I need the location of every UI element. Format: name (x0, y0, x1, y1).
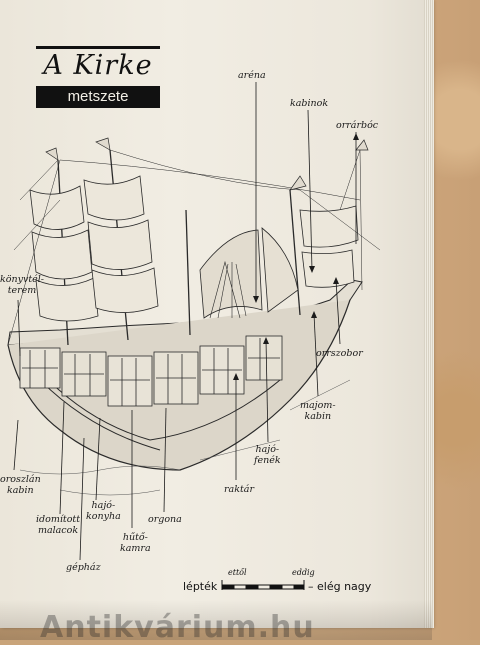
callout-leaders (13, 82, 357, 561)
scale-from: ettől (228, 568, 247, 577)
bottom-shadow (0, 600, 432, 640)
label-majomkabin: majom- kabin (300, 400, 336, 422)
page-edge (424, 0, 434, 628)
label-hajofenek: hajó- fenék (254, 444, 281, 466)
scale-to: eddig (292, 568, 315, 577)
scale-suffix: – elég nagy (308, 580, 372, 593)
title-rule (36, 46, 160, 49)
label-raktar: raktár (224, 484, 254, 495)
label-oroszlankabin: oroszlán kabin (0, 474, 41, 496)
page-title: A Kirke (43, 50, 153, 81)
scale-label: lépték (183, 580, 218, 593)
label-arena: aréna (238, 70, 266, 81)
label-hutokamra: hűtő- kamra (120, 532, 151, 554)
label-kabinok: kabinok (290, 98, 329, 109)
label-konyvtelterem: könyvtél- terem (0, 274, 45, 296)
page-subtitle: metszete (67, 88, 129, 105)
watermark-text: Antikvárium.hu (40, 610, 315, 645)
subtitle-band (36, 86, 160, 108)
label-hajokonyha: hajó- konyha (86, 500, 121, 522)
title-block: A Kirke metszete (36, 46, 160, 108)
label-idomitott-malacok: idomított malacok (36, 514, 81, 536)
callout-arrowheads (233, 133, 359, 380)
label-orrszobor: orrszobor (316, 348, 363, 359)
label-orrarboc: orrárbóc (336, 120, 379, 131)
label-gephaz: gépház (66, 562, 101, 573)
label-orgona: orgona (148, 514, 182, 525)
